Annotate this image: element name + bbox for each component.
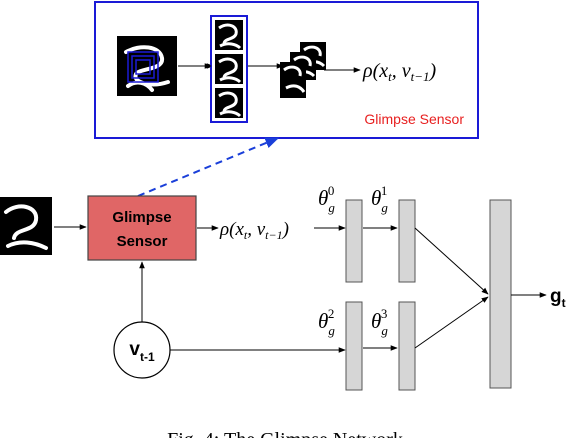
layer-theta0 <box>345 199 363 283</box>
location-label: vt-1 <box>129 339 155 364</box>
sensor-box-line2: Sensor <box>117 233 168 250</box>
output-label: gt <box>550 286 566 310</box>
layer-theta2 <box>345 301 363 391</box>
input-image <box>0 197 52 255</box>
theta0-label: θg0 <box>318 183 335 215</box>
inset-label: Glimpse Sensor <box>364 111 464 127</box>
rho-label: ρ(xt, vt−1) <box>219 219 289 242</box>
zoom-dashed-arrow <box>137 137 280 197</box>
figure-caption: Fig. 4: The Glimpse Network <box>167 429 403 438</box>
glimpse-sensor-box <box>87 195 197 261</box>
inset-output-formula: ρ(xt, vt−1) <box>362 60 437 84</box>
arrow-theta1-to-output <box>414 227 489 295</box>
theta3-label: θg3 <box>371 306 388 338</box>
layer-theta3 <box>398 301 416 391</box>
inset-input-image <box>117 36 177 96</box>
inset-scale-patches <box>210 15 248 123</box>
theta2-label: θg2 <box>318 306 335 338</box>
theta1-label: θg1 <box>371 183 388 215</box>
layer-theta1 <box>398 199 416 283</box>
layer-output <box>489 199 512 389</box>
arrow-theta3-to-output <box>414 296 489 349</box>
sensor-box-line1: Glimpse <box>112 209 171 226</box>
inset-combined-glimpse <box>280 42 326 98</box>
